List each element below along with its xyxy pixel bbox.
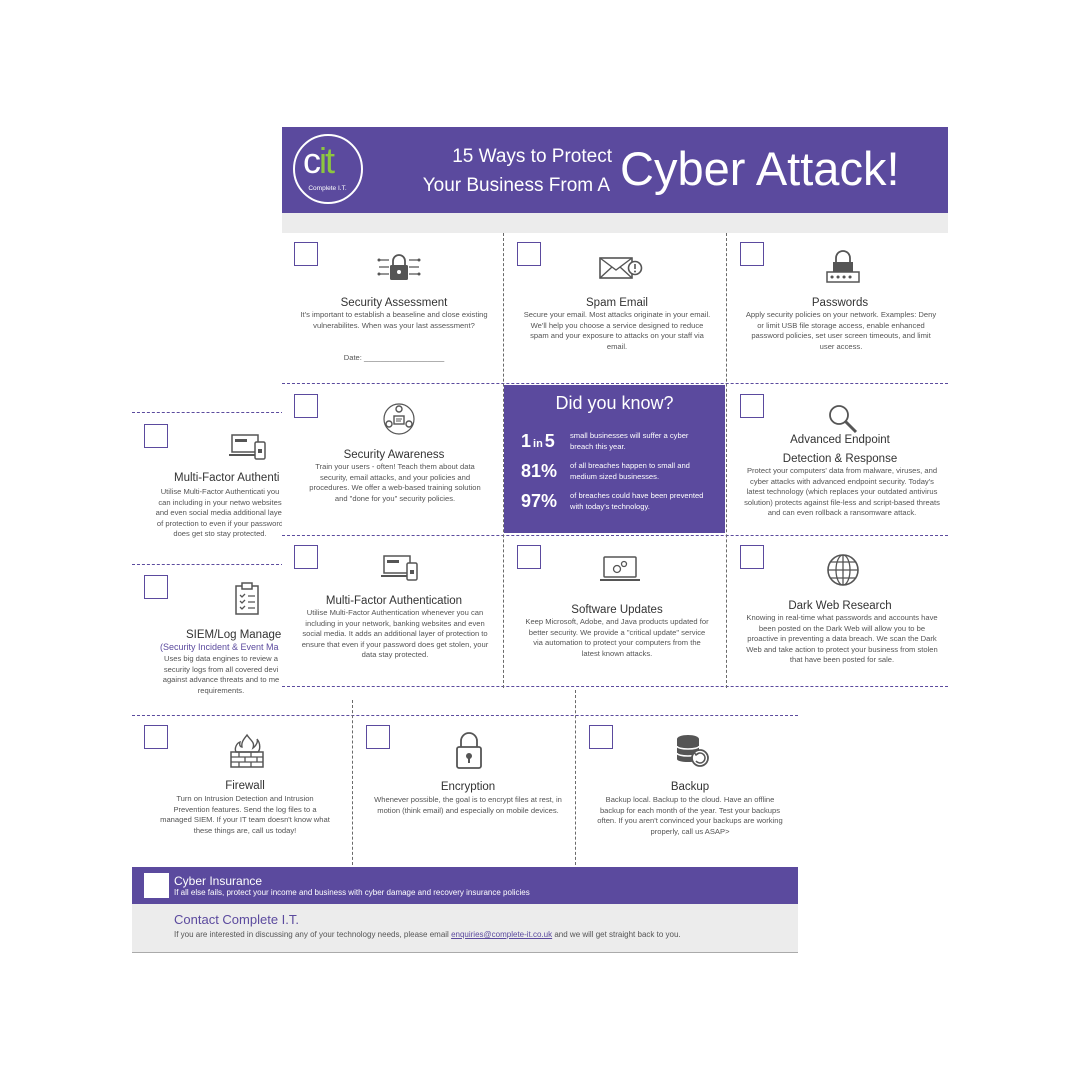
stat-3-text: of breaches could have been prevented wi…	[570, 491, 704, 511]
header-title-big: Cyber Attack!	[620, 142, 900, 195]
database-backup-icon	[674, 733, 710, 769]
back-divider-3	[132, 715, 798, 716]
security-assessment-checkbox[interactable]	[294, 242, 318, 266]
stat-3-big: 97%	[521, 491, 558, 511]
logo: cit Complete I.T.	[293, 134, 363, 204]
dark-web-title: Dark Web Research	[788, 600, 892, 612]
clipboard-checklist-icon	[233, 582, 261, 616]
stat-1-big: 1	[521, 431, 532, 451]
dark-web-checkbox[interactable]	[740, 545, 764, 569]
lock-network-icon	[377, 252, 421, 282]
contact-bar: Contact Complete I.T. If you are interes…	[132, 904, 798, 953]
backup-title: Backup	[670, 781, 710, 793]
siem-body: Uses big data engines to review a securi…	[162, 654, 280, 695]
stat-2-big: 81%	[521, 461, 558, 481]
advanced-endpoint-checkbox[interactable]	[740, 394, 764, 418]
contact-text: If you are interested in discussing any …	[174, 930, 681, 939]
advanced-endpoint-body: Protect your computers' data from malwar…	[744, 466, 940, 518]
header-gray-strip	[282, 213, 948, 233]
people-network-icon	[382, 402, 416, 436]
advanced-endpoint-title-2: Detection & Response	[782, 453, 898, 465]
globe-icon	[826, 553, 860, 587]
mfa-checkbox[interactable]	[294, 545, 318, 569]
did-you-know-title: Did you know?	[555, 393, 674, 413]
firewall-title: Firewall	[225, 780, 265, 792]
encryption-body: Whenever possible, the goal is to encryp…	[374, 795, 562, 815]
magnifier-icon	[827, 403, 859, 435]
mfa-back-block: Multi-Factor Authenti Utilise Multi-Fact…	[150, 471, 284, 556]
front-divider-1	[282, 383, 948, 384]
header-banner: cit Complete I.T. 15 Ways to Protect You…	[282, 127, 948, 213]
dark-web-body: Knowing in real-time what passwords and …	[746, 613, 938, 665]
encryption-checkbox[interactable]	[366, 725, 390, 749]
stat-2-text: of all breaches happen to small and medi…	[570, 461, 690, 481]
firewall-icon	[228, 733, 266, 769]
stat-1-text: small businesses will suffer a cyber bre…	[570, 431, 689, 451]
siem-checkbox[interactable]	[144, 575, 168, 599]
security-assessment-date: Date: ___________________	[343, 353, 445, 362]
header-title-line1: 15 Ways to Protect	[452, 146, 612, 167]
software-updates-body: Keep Microsoft, Adobe, and Java products…	[525, 617, 709, 658]
back-vdivider-2	[575, 690, 576, 870]
encryption-title: Encryption	[440, 781, 496, 793]
siem-subtitle: (Security Incident & Event Ma	[160, 642, 279, 652]
siem-block: SIEM/Log Managen (Security Incident & Ev…	[150, 628, 284, 700]
header-title-line2: Your Business From A	[422, 175, 610, 196]
envelope-alert-icon	[599, 256, 643, 280]
advanced-endpoint-title-1: Advanced Endpoint	[790, 434, 890, 446]
passwords-title: Passwords	[811, 297, 869, 309]
contact-title: Contact Complete I.T.	[174, 912, 299, 927]
mfa-back-body: Utilise Multi-Factor Authenticati you ca…	[155, 487, 284, 539]
security-awareness-body: Train your users - often! Teach them abo…	[309, 462, 481, 503]
stat-1-big2: 5	[544, 431, 555, 451]
contact-email-link[interactable]: enquiries@complete-it.co.uk	[451, 930, 553, 939]
back-vdivider-1	[352, 700, 353, 870]
laptop-gears-icon	[599, 555, 641, 583]
front-vdivider-1	[503, 233, 504, 688]
backup-checkbox[interactable]	[589, 725, 613, 749]
security-awareness-checkbox[interactable]	[294, 394, 318, 418]
laptop-phone-icon	[380, 553, 420, 583]
software-updates-title: Software Updates	[571, 604, 663, 616]
security-assessment-body: It's important to establish a beaseline …	[300, 310, 488, 330]
cyber-insurance-bar: Cyber Insurance If all else fails, prote…	[132, 867, 798, 904]
spam-email-title: Spam Email	[586, 297, 648, 309]
spam-email-body: Secure your email. Most attacks originat…	[523, 310, 711, 351]
mfa-body: Utilise Multi-Factor Authentication when…	[301, 608, 489, 660]
siem-title: SIEM/Log Managen	[186, 629, 284, 641]
mfa-back-title: Multi-Factor Authenti	[174, 472, 280, 484]
front-divider-2	[282, 535, 948, 536]
laptop-phone-icon	[228, 432, 268, 462]
security-awareness-title: Security Awareness	[343, 449, 445, 461]
backup-body: Backup local. Backup to the cloud. Have …	[597, 795, 783, 836]
spam-email-checkbox[interactable]	[517, 242, 541, 266]
firewall-body: Turn on Intrusion Detection and Intrusio…	[160, 794, 330, 835]
mfa-title: Multi-Factor Authentication	[325, 595, 463, 607]
firewall-checkbox[interactable]	[144, 725, 168, 749]
passwords-body: Apply security policies on your network.…	[745, 310, 937, 351]
logo-subtext: Complete I.T.	[308, 185, 347, 192]
cyber-insurance-title: Cyber Insurance	[174, 874, 263, 888]
cyber-insurance-body: If all else fails, protect your income a…	[174, 888, 530, 897]
back-divider-1	[132, 412, 284, 413]
back-divider-2	[132, 564, 284, 565]
mfa-back-checkbox[interactable]	[144, 424, 168, 448]
security-assessment-title: Security Assessment	[340, 297, 448, 309]
passwords-checkbox[interactable]	[740, 242, 764, 266]
password-lock-icon	[826, 250, 860, 284]
contact-text-after: and we will get straight back to you.	[552, 930, 681, 939]
cyber-insurance-checkbox[interactable]	[144, 873, 169, 898]
front-divider-3	[282, 686, 948, 687]
contact-text-before: If you are interested in discussing any …	[174, 930, 452, 939]
software-updates-checkbox[interactable]	[517, 545, 541, 569]
stat-1-mid: in	[533, 438, 543, 450]
logo-text: cit	[303, 140, 335, 181]
front-vdivider-2	[726, 233, 727, 688]
padlock-icon	[454, 730, 484, 770]
